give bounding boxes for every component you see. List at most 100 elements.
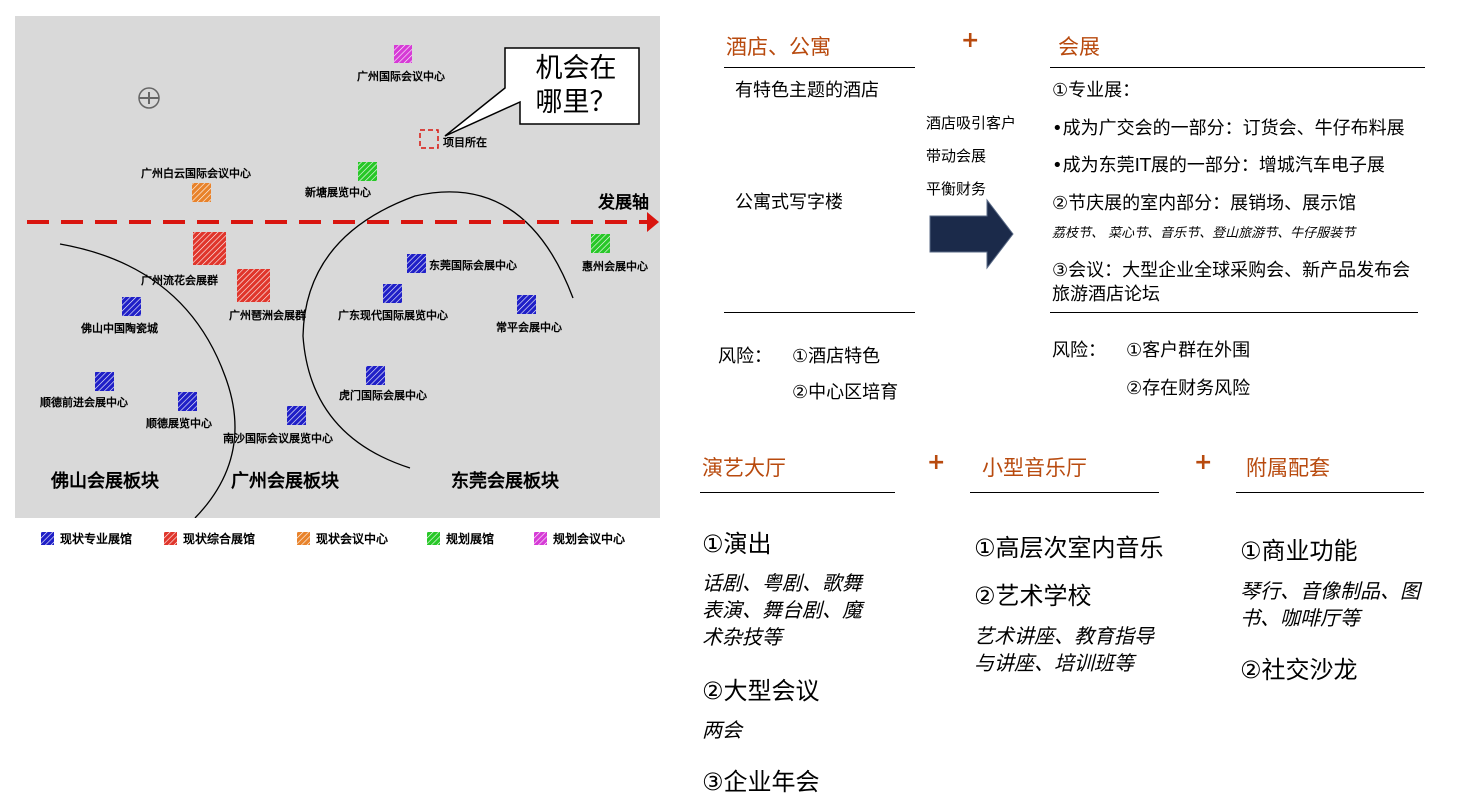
venue-label-shunde-expo: 顺德展览中心 (146, 417, 212, 430)
venue-marker-foshan-ceramic (122, 297, 141, 316)
performance-title-divider (700, 492, 895, 493)
region-label-guangzhou: 广州会展板块 (231, 471, 339, 492)
expo-conference-line-2: 旅游酒店论坛 (1052, 284, 1160, 305)
development-axis-label: 发展轴 (598, 193, 649, 213)
plus-sign-music-ancillary: + (1194, 450, 1213, 475)
expo-festivals: 荔枝节、 菜心节、音乐节、登山旅游节、牛仔服装节 (1052, 226, 1356, 241)
venue-marker-shunde-qianjin (95, 372, 114, 391)
legend-item-planned-conference: 规划会议中心 (534, 530, 625, 547)
hotel-item-1: 有特色主题的酒店 (735, 80, 879, 101)
performance-item-1-detail-3: 术杂技等 (702, 625, 782, 649)
venue-label-humen: 虎门国际会展中心 (339, 389, 427, 402)
venue-marker-changping (517, 295, 536, 314)
venue-label-baiyun: 广州白云国际会议中心 (141, 167, 251, 180)
expo-risk-1: ①客户群在外围 (1126, 340, 1251, 361)
ancillary-title-divider (1236, 492, 1424, 493)
legend-label: 规划展馆 (446, 532, 495, 546)
venue-label-gd-modern: 广东现代国际展览中心 (338, 309, 448, 322)
guangzhou-boundary-arc (59, 243, 236, 518)
legend-label: 现状会议中心 (316, 532, 389, 546)
project-location-label: 项目所在 (443, 136, 487, 149)
expo-conference-line-1: ③会议：大型企业全球采购会、新产品发布会 (1052, 260, 1411, 281)
music-item-2: ②艺术学校 (974, 582, 1092, 610)
hotel-risk-label: 风险： (718, 346, 772, 367)
performance-item-2: ②大型会议 (702, 677, 820, 705)
venue-label-foshan-ceramic: 佛山中国陶瓷城 (81, 322, 158, 335)
performance-section-title: 演艺大厅 (702, 456, 786, 480)
venue-marker-gz-intl-conf (394, 45, 412, 63)
hotel-section-title: 酒店、公寓 (726, 35, 831, 59)
expo-risk-2: ②存在财务风险 (1126, 378, 1251, 399)
venue-label-huizhou: 惠州会展中心 (582, 260, 648, 273)
venue-marker-xintang (358, 162, 377, 181)
venue-marker-pazhou (237, 269, 270, 302)
hotel-bottom-divider (724, 312, 915, 313)
expo-section-title: 会展 (1058, 35, 1100, 59)
legend-swatch (164, 532, 177, 545)
performance-item-3: ③企业年会 (702, 768, 820, 796)
venue-label-nansha: 南沙国际会议展览中心 (223, 432, 333, 445)
venue-marker-baiyun (192, 183, 211, 202)
ancillary-item-1-detail-1: 琴行、音像制品、图 (1240, 579, 1420, 603)
right-arrow-icon (929, 198, 1014, 270)
legend-item-current-general: 现状综合展馆 (164, 530, 255, 547)
legend-item-planned-venue: 规划展馆 (427, 530, 494, 547)
dongguan-boundary-arc (302, 191, 574, 469)
arrow-note-2: 带动会展 (926, 147, 987, 165)
venue-label-changping: 常平会展中心 (496, 321, 562, 334)
expo-line-2: •成为广交会的一部分：订货会、牛仔布料展 (1052, 118, 1405, 139)
hotel-risk-2: ②中心区培育 (792, 382, 899, 403)
ancillary-section-title: 附属配套 (1246, 456, 1330, 480)
legend-swatch (427, 532, 440, 545)
music-item-2-detail-1: 艺术讲座、教育指导 (974, 624, 1154, 648)
venue-marker-nansha (287, 406, 306, 425)
region-label-dongguan: 东莞会展板块 (451, 471, 559, 492)
venue-marker-dongguan-intl (407, 254, 426, 273)
venue-label-gz-intl-conf: 广州国际会议中心 (357, 70, 445, 83)
expo-line-4: ②节庆展的室内部分：展销场、展示馆 (1052, 193, 1357, 214)
legend-label: 规划会议中心 (553, 532, 626, 546)
venue-label-liuhua: 广州流花会展群 (141, 274, 218, 287)
expo-line-1: ①专业展： (1052, 80, 1141, 101)
legend-item-current-conference: 现状会议中心 (297, 530, 388, 547)
legend-swatch (41, 532, 54, 545)
axis-arrowhead (647, 212, 659, 232)
venue-label-xintang: 新塘展览中心 (305, 186, 371, 199)
venue-marker-shunde-expo (178, 392, 197, 411)
ancillary-item-1: ①商业功能 (1240, 537, 1358, 565)
plus-sign-performance-music: + (927, 450, 946, 475)
performance-item-1-detail-2: 表演、舞台剧、魔 (702, 598, 862, 622)
venue-marker-humen (366, 366, 385, 385)
venue-marker-gd-modern (383, 284, 402, 303)
venue-label-dongguan-intl: 东莞国际会展中心 (429, 259, 517, 272)
project-location-marker (419, 129, 439, 149)
region-label-foshan: 佛山会展板块 (51, 471, 159, 492)
expo-line-3: •成为东莞IT展的一部分：增城汽车电子展 (1052, 155, 1385, 176)
hotel-title-divider (724, 67, 915, 68)
venue-marker-liuhua (193, 232, 226, 265)
arrow-note-1: 酒店吸引客户 (926, 114, 1017, 132)
legend-item-current-specialized: 现状专业展馆 (41, 530, 132, 547)
callout-text: 机会在哪里？ (535, 53, 617, 118)
map-graphics (27, 45, 659, 518)
ancillary-item-1-detail-2: 书、咖啡厅等 (1240, 606, 1360, 630)
hotel-item-2: 公寓式写字楼 (735, 192, 843, 213)
expo-bottom-divider (1050, 312, 1418, 313)
legend-label: 现状综合展馆 (183, 532, 256, 546)
music-title-divider (970, 492, 1159, 493)
performance-item-1-detail-1: 话剧、粤剧、歌舞 (702, 571, 862, 595)
plus-sign-hotel-expo: + (961, 28, 980, 53)
expo-risk-label: 风险： (1052, 340, 1106, 361)
hotel-risk-1: ①酒店特色 (792, 346, 881, 367)
legend-swatch (297, 532, 310, 545)
airport-icon (138, 87, 160, 109)
expo-title-divider (1050, 67, 1425, 68)
music-section-title: 小型音乐厅 (982, 456, 1087, 480)
music-item-2-detail-2: 与讲座、培训班等 (974, 651, 1134, 675)
performance-item-1: ①演出 (702, 530, 772, 558)
performance-item-2-detail: 两会 (702, 718, 742, 742)
callout-bubble (444, 47, 640, 137)
music-item-1: ①高层次室内音乐 (974, 534, 1164, 562)
arrow-note-3: 平衡财务 (926, 180, 987, 198)
venue-label-pazhou: 广州琶洲会展群 (229, 309, 306, 322)
